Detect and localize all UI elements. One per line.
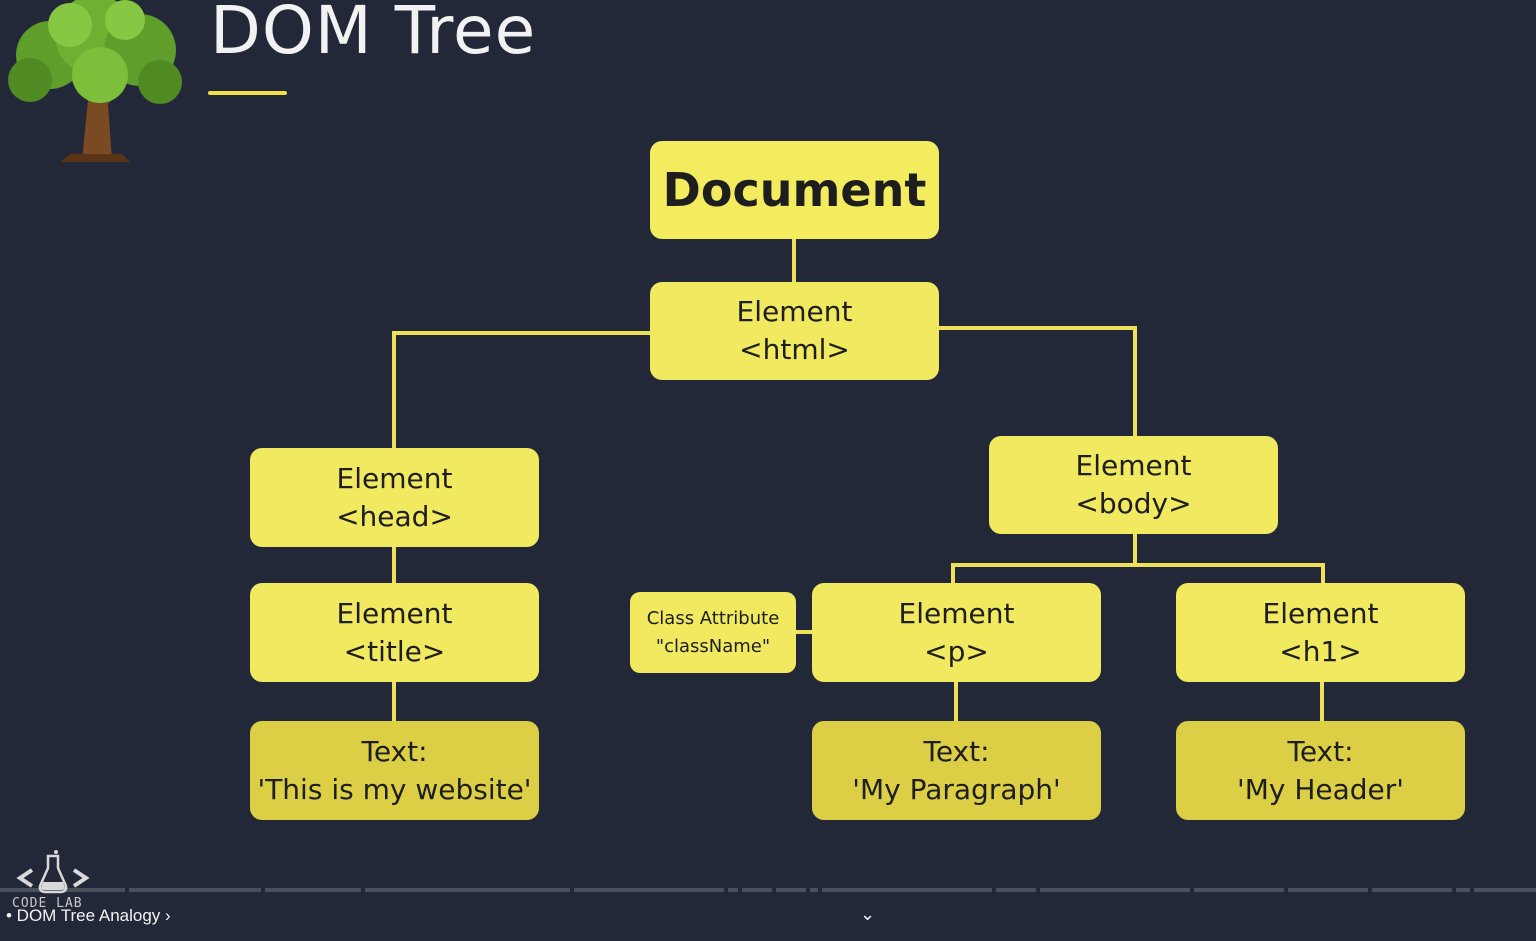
title-underline <box>208 91 287 95</box>
body-element-label: Element <box>1075 449 1192 483</box>
p-tag-label: <p> <box>924 634 989 668</box>
p-text-value: 'My Paragraph' <box>852 772 1061 806</box>
p-text-label: Text: <box>923 734 990 768</box>
html-element-label: Element <box>736 295 853 329</box>
title-element-label: Element <box>336 596 453 630</box>
document-label: Document <box>662 162 927 217</box>
p-text-node: Text: 'My Paragraph' <box>812 721 1101 820</box>
h1-tag-label: <h1> <box>1279 634 1362 668</box>
html-tag-label: <html> <box>739 333 850 366</box>
class-attribute-value: "className" <box>655 635 771 657</box>
body-element-node: Element <body> <box>989 436 1278 534</box>
title-element-node: Element <title> <box>250 583 539 682</box>
html-element-node: Element <html> <box>650 282 939 380</box>
head-element-node: Element <head> <box>250 448 539 547</box>
class-attribute-label: Class Attribute <box>646 607 780 629</box>
p-element-node: Element <p> <box>812 583 1101 682</box>
p-element-label: Element <box>898 596 1015 630</box>
slide-title: DOM Tree <box>210 0 537 69</box>
chevron-down-icon[interactable]: ⌄ <box>860 904 876 925</box>
chapter-progress-bar[interactable] <box>0 888 1536 892</box>
head-element-label: Element <box>336 461 453 495</box>
title-text-node: Text: 'This is my website' <box>250 721 539 820</box>
head-tag-label: <head> <box>336 499 453 533</box>
title-text-value: 'This is my website' <box>257 772 532 806</box>
h1-text-node: Text: 'My Header' <box>1176 721 1465 820</box>
code-lab-logo-icon <box>16 850 90 894</box>
h1-element-label: Element <box>1262 596 1379 630</box>
h1-element-node: Element <h1> <box>1176 583 1465 682</box>
code-lab-logo-text: CODE LAB <box>12 896 83 911</box>
title-tag-label: <title> <box>343 634 446 668</box>
h1-text-label: Text: <box>1287 734 1354 768</box>
h1-text-value: 'My Header' <box>1237 772 1404 806</box>
body-tag-label: <body> <box>1075 487 1192 520</box>
class-attribute-node: Class Attribute "className" <box>630 592 796 673</box>
document-node: Document <box>650 141 939 239</box>
tree-illustration <box>8 0 182 162</box>
title-text-label: Text: <box>361 734 428 768</box>
chapter-breadcrumb[interactable]: • DOM Tree Analogy › <box>6 906 171 925</box>
